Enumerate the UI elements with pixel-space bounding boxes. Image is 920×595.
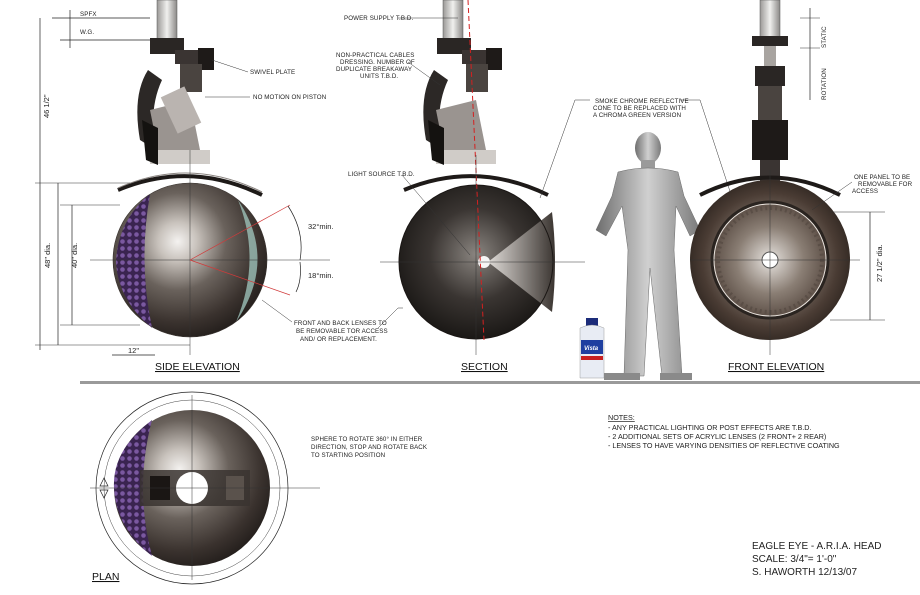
svg-text:DRESSING. NUMBER OF: DRESSING. NUMBER OF [340, 59, 415, 66]
section-title: SECTION [461, 361, 508, 373]
no-motion-callout: NO MOTION ON PISTON [253, 94, 326, 101]
svg-text:ONE PANEL TO BE: ONE PANEL TO BE [854, 174, 910, 181]
floor-line [80, 381, 920, 384]
svg-text:REMOVABLE FOR: REMOVABLE FOR [858, 181, 913, 188]
len-12-label: 12" [128, 346, 139, 355]
note-item-2: - 2 ADDITIONAL SETS OF ACRYLIC LENSES (2… [608, 432, 826, 441]
drawing-scale: SCALE: 3/4"= 1'-0" [752, 554, 837, 565]
svg-text:DUPLICATE BREAKAWAY: DUPLICATE BREAKAWAY [336, 66, 412, 73]
front-elevation-view [690, 0, 860, 355]
title-block: EAGLE EYE - A.R.I.A. HEAD SCALE: 3/4"= 1… [752, 541, 882, 578]
dia-40-label: 40" dia. [70, 243, 79, 268]
notes-heading: NOTES: [608, 413, 635, 422]
drawing-author: S. HAWORTH 12/13/07 [752, 567, 857, 578]
section-pole [442, 0, 464, 41]
static-label: STATIC [821, 26, 828, 48]
svg-text:SPHERE TO ROTATE 360° IN EITHE: SPHERE TO ROTATE 360° IN EITHER [311, 436, 423, 443]
angle-18-label: 18°min. [308, 271, 334, 280]
panel-callout: ONE PANEL TO BE REMOVABLE FOR ACCESS [811, 174, 913, 211]
dia-27-label: 27 1/2" dia. [875, 244, 884, 282]
support-pole [156, 0, 178, 41]
drawing-title: EAGLE EYE - A.R.I.A. HEAD [752, 541, 882, 552]
power-supply-callout: POWER SUPPLY T.B.D. [344, 15, 413, 22]
front-dimension-lines [800, 8, 885, 321]
notes-block: NOTES: - ANY PRACTICAL LIGHTING OR POST … [608, 413, 840, 450]
svg-text:UNITS T.B.D.: UNITS T.B.D. [360, 73, 398, 80]
svg-text:SMOKE CHROME REFLECTIVE: SMOKE CHROME REFLECTIVE [595, 98, 689, 105]
light-source-callout: LIGHT SOURCE T.B.D. [348, 171, 415, 178]
swivel-plate-callout: SWIVEL PLATE [250, 69, 295, 76]
section-view [380, 0, 585, 355]
lenses-callout: FRONT AND BACK LENSES TO BE REMOVABLE TO… [261, 299, 403, 343]
section-mechanism [423, 38, 502, 165]
note-item-3: - LENSES TO HAVE VARYING DENSITIES OF RE… [608, 441, 840, 450]
angle-32-label: 32°min. [308, 222, 334, 231]
svg-text:AND/ OR REPLACEMENT.: AND/ OR REPLACEMENT. [300, 336, 377, 343]
note-item-1: - ANY PRACTICAL LIGHTING OR POST EFFECTS… [608, 423, 811, 432]
front-lens-rim [236, 200, 258, 322]
front-elevation-title: FRONT ELEVATION [728, 361, 824, 373]
svg-text:A CHROMA GREEN VERSION: A CHROMA GREEN VERSION [593, 112, 681, 119]
dia-48-label: 48" dia. [43, 243, 52, 268]
svg-text:FRONT AND BACK LENSES TO: FRONT AND BACK LENSES TO [294, 320, 387, 327]
svg-text:CONE TO BE REPLACED WITH: CONE TO BE REPLACED WITH [593, 105, 686, 112]
side-elevation-view [90, 0, 330, 355]
plan-view [90, 391, 320, 585]
side-elevation-title: SIDE ELEVATION [155, 361, 240, 373]
scale-human-figure [595, 132, 701, 380]
plan-title: PLAN [92, 571, 119, 583]
swivel-mechanism [137, 38, 214, 165]
angle-line-upper [189, 204, 291, 261]
rotation-label: ROTATION [821, 68, 828, 100]
angle-line-lower [189, 259, 291, 296]
svg-text:TO STARTING POSITION: TO STARTING POSITION [311, 452, 385, 459]
front-pole [759, 0, 781, 41]
side-dimension-lines [35, 10, 190, 356]
svg-text:BE REMOVABLE TOR ACCESS: BE REMOVABLE TOR ACCESS [296, 328, 388, 335]
svg-text:DIRECTION, STOP AND ROTATE BAC: DIRECTION, STOP AND ROTATE BACK [311, 444, 428, 451]
lens-panel-dots [116, 194, 152, 328]
spfx-label: SPFX [80, 11, 97, 18]
rotate-callout: SPHERE TO ROTATE 360° IN EITHER DIRECTIO… [311, 436, 428, 459]
height-46-label: 46 1/2" [42, 94, 51, 118]
bottle-label: Vista [584, 346, 599, 352]
svg-text:NON-PRACTICAL CABLES: NON-PRACTICAL CABLES [336, 52, 414, 59]
wg-label: W.G. [80, 29, 94, 36]
scale-bottle: Vista [579, 318, 605, 379]
svg-text:ACCESS: ACCESS [852, 188, 878, 195]
cables-callout: NON-PRACTICAL CABLES DRESSING. NUMBER OF… [336, 52, 441, 86]
